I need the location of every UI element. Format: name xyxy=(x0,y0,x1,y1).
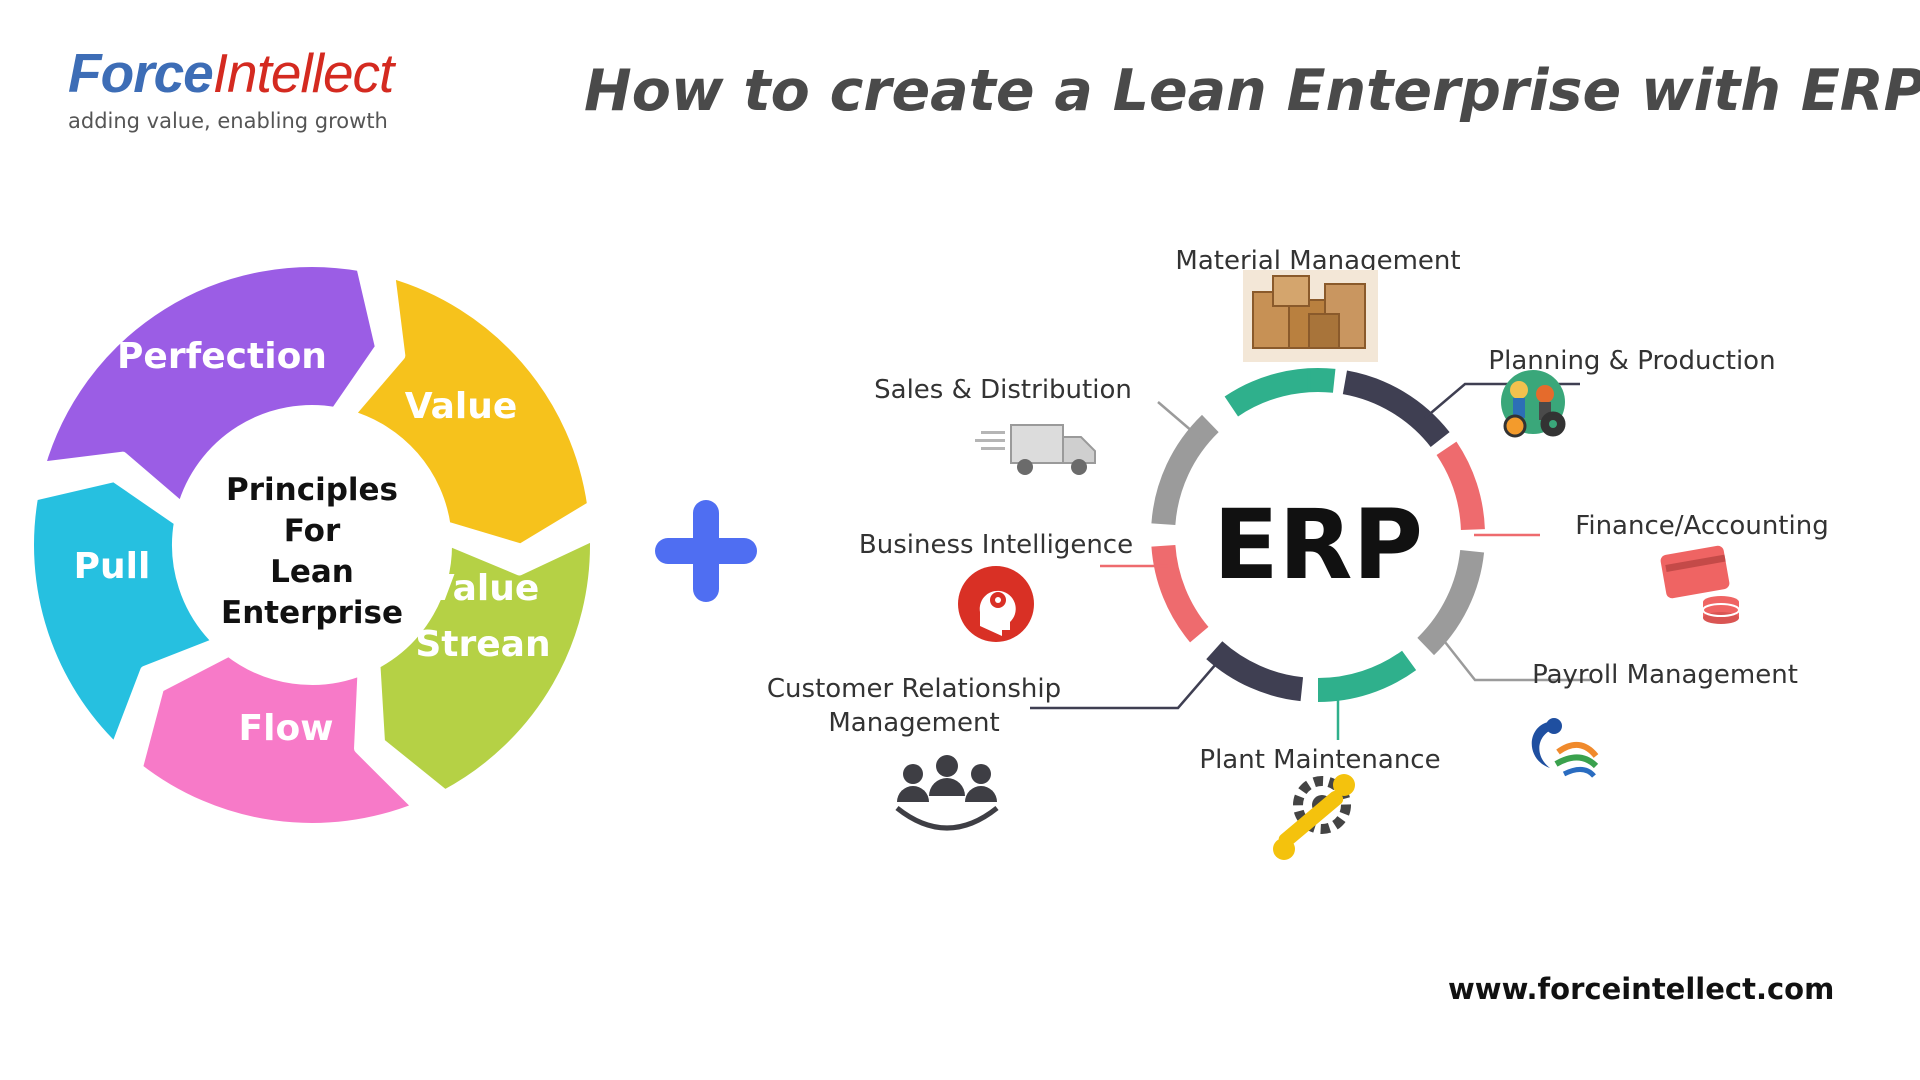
erp-connector-3 xyxy=(1444,641,1590,682)
erp-arc-6 xyxy=(1151,544,1209,643)
company-logo: ForceIntellect adding value, enabling gr… xyxy=(68,46,448,136)
card-coins-icon xyxy=(1660,545,1740,624)
erp-module-label-3: Payroll Management xyxy=(1532,660,1798,690)
logo-tagline: adding value, enabling growth xyxy=(68,109,388,133)
payroll-icon xyxy=(1531,718,1599,778)
erp-module-label-2: Finance/Accounting xyxy=(1575,511,1828,541)
lean-segment-2 xyxy=(370,530,600,800)
people-group-icon xyxy=(895,755,999,831)
logo-wordmark: ForceIntellect xyxy=(68,42,394,104)
erp-module-label-7: Sales & Distribution xyxy=(874,375,1132,405)
erp-module-label-4: Plant Maintenance xyxy=(1199,745,1440,775)
lean-segment-3 xyxy=(132,646,424,833)
delivery-truck-icon xyxy=(975,424,1096,475)
lean-segment-4 xyxy=(24,471,224,754)
website-url: www.forceintellect.com xyxy=(1448,972,1835,1006)
lean-segment-label-4: Pull xyxy=(74,546,151,587)
erp-arc-1 xyxy=(1342,370,1450,448)
erp-arc-0 xyxy=(1224,368,1336,417)
erp-arc-4 xyxy=(1317,650,1417,702)
erp-arc-7 xyxy=(1151,414,1219,526)
lean-segment-1 xyxy=(344,267,598,554)
erp-connector-7 xyxy=(1157,401,1201,439)
gears-people-icon xyxy=(1501,370,1566,438)
erp-center-label: ERP xyxy=(1213,489,1423,601)
page-title: How to create a Lean Enterprise with ERP… xyxy=(584,58,1920,124)
erp-connector-5 xyxy=(1030,663,1217,710)
lean-segment-label-1: Value xyxy=(405,386,518,427)
lean-segment-0 xyxy=(34,257,386,513)
brain-head-icon xyxy=(958,566,1034,642)
erp-arc-2 xyxy=(1436,441,1485,531)
lean-segment-label-3: Flow xyxy=(239,708,334,749)
wrench-gear-icon xyxy=(1273,774,1355,860)
boxes-icon xyxy=(1243,270,1378,362)
lean-center-circle xyxy=(190,423,434,667)
erp-arc-5 xyxy=(1206,641,1304,702)
lean-segment-label-0: Perfection xyxy=(117,336,327,377)
erp-arc-3 xyxy=(1417,549,1485,656)
erp-module-label-6: Business Intelligence xyxy=(859,530,1133,560)
plus-icon xyxy=(655,500,757,602)
